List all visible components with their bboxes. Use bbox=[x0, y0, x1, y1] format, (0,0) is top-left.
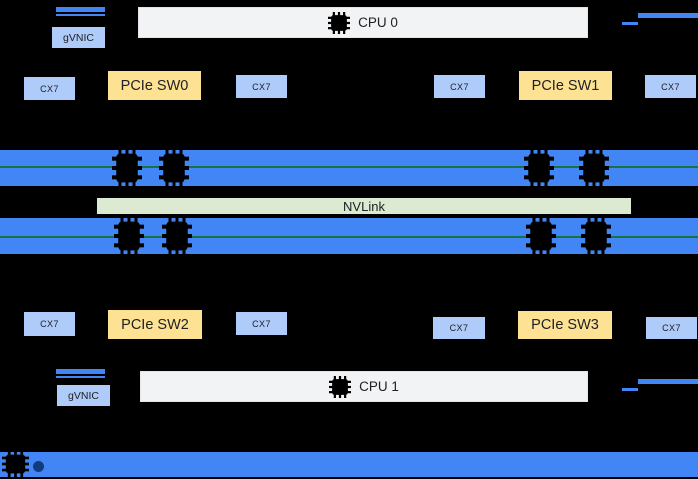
gpu-chip-icon bbox=[581, 216, 611, 256]
pcie-switch-label: PCIe SW3 bbox=[531, 317, 599, 333]
gpu-chip-icon bbox=[162, 216, 192, 256]
network-band bbox=[0, 452, 698, 477]
nic-uplink-icon bbox=[38, 4, 56, 21]
cpu-chip-icon bbox=[328, 11, 351, 34]
cx7-nic-node: CX7 bbox=[236, 75, 287, 98]
cx7-nic-node: CX7 bbox=[646, 317, 697, 339]
network-link-line bbox=[638, 379, 698, 384]
cpu0-node: CPU 0 bbox=[138, 7, 588, 38]
nvlink-bridge: NVLink bbox=[95, 196, 633, 216]
gvnic-node: gVNIC bbox=[57, 385, 110, 406]
cx7-label: CX7 bbox=[662, 323, 681, 333]
network-link-line bbox=[638, 13, 698, 18]
gpu-interconnect-line bbox=[0, 166, 698, 168]
gvnic-label: gVNIC bbox=[63, 31, 94, 44]
cx7-label: CX7 bbox=[449, 323, 469, 333]
nvlink-label: NVLink bbox=[343, 198, 385, 214]
network-link-line bbox=[622, 22, 638, 25]
pcie-switch-label: PCIe SW1 bbox=[531, 77, 600, 94]
cx7-label: CX7 bbox=[661, 81, 680, 92]
gvnic-label: gVNIC bbox=[68, 389, 99, 402]
pcie-switch-node: PCIe SW2 bbox=[108, 310, 202, 339]
gpu-chip-icon bbox=[112, 148, 142, 188]
network-chip-icon bbox=[2, 451, 29, 477]
pcie-switch-label: PCIe SW2 bbox=[121, 316, 189, 333]
cx7-label: CX7 bbox=[252, 81, 271, 92]
gpu-chip-icon bbox=[579, 148, 609, 188]
cpu0-label: CPU 0 bbox=[358, 15, 398, 30]
gpu-interconnect-line bbox=[0, 236, 698, 238]
cx7-nic-node: CX7 bbox=[433, 317, 485, 339]
pcie-switch-node: PCIe SW1 bbox=[519, 71, 612, 100]
nic-uplink-icon bbox=[38, 366, 56, 383]
cpu1-node: CPU 1 bbox=[140, 371, 588, 402]
pcie-switch-label: PCIe SW0 bbox=[120, 77, 189, 94]
network-link-line bbox=[56, 14, 105, 16]
network-link-line bbox=[56, 376, 105, 378]
gpu-chip-icon bbox=[114, 216, 144, 256]
cx7-label: CX7 bbox=[40, 83, 59, 94]
cx7-nic-node: CX7 bbox=[434, 75, 485, 98]
network-port-dot bbox=[33, 461, 44, 472]
cx7-nic-node: CX7 bbox=[24, 77, 75, 100]
cx7-nic-node: CX7 bbox=[24, 312, 75, 336]
cx7-label: CX7 bbox=[252, 318, 271, 329]
cx7-nic-node: CX7 bbox=[645, 75, 696, 98]
pcie-switch-node: PCIe SW3 bbox=[518, 311, 612, 339]
pcie-switch-node: PCIe SW0 bbox=[108, 71, 201, 100]
cx7-label: CX7 bbox=[40, 319, 59, 329]
gpu-chip-icon bbox=[526, 216, 556, 256]
network-link-line bbox=[622, 388, 638, 391]
cx7-nic-node: CX7 bbox=[236, 312, 287, 335]
network-link-line bbox=[56, 7, 105, 12]
nic-uplink-icon bbox=[620, 11, 638, 28]
cx7-label: CX7 bbox=[450, 81, 469, 92]
cpu1-label: CPU 1 bbox=[359, 379, 399, 394]
gpu-chip-icon bbox=[159, 148, 189, 188]
cpu-chip-icon bbox=[329, 375, 352, 398]
network-link-line bbox=[56, 369, 105, 374]
gpu-chip-icon bbox=[524, 148, 554, 188]
gvnic-node: gVNIC bbox=[52, 27, 105, 48]
